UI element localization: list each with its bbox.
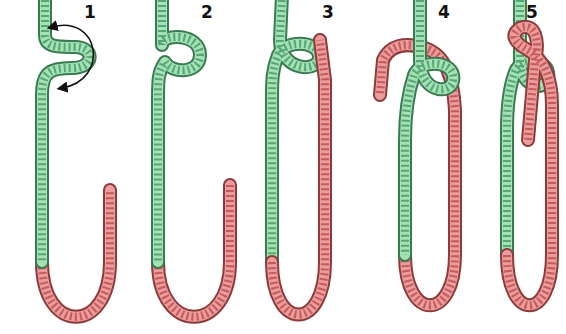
step-number: 1 <box>84 4 96 21</box>
rope-tail <box>272 40 325 315</box>
step-three-rope <box>272 0 325 315</box>
rope-braid <box>405 0 453 255</box>
step-number: 4 <box>438 4 450 21</box>
step-five-rope <box>507 0 552 305</box>
rope-standing <box>405 0 453 255</box>
rope-standing <box>272 0 319 262</box>
step-number: 2 <box>201 4 213 21</box>
step-number: 5 <box>526 4 538 21</box>
rope-braid <box>158 185 230 317</box>
rope-braid <box>42 190 110 317</box>
rope-standing <box>158 0 200 262</box>
rope-braid <box>507 27 552 305</box>
rope-tail <box>507 27 552 305</box>
rope-standing <box>405 0 453 255</box>
rope-tail <box>158 185 230 317</box>
rope-standing <box>42 0 90 262</box>
rope-standing <box>42 0 90 262</box>
rope-braid <box>272 0 319 262</box>
rope-tail <box>158 185 230 317</box>
step-four-rope <box>380 0 455 305</box>
rope-braid <box>42 0 90 262</box>
step-one-rope <box>42 0 110 317</box>
step-number: 3 <box>322 4 334 21</box>
rope-braid <box>272 40 325 315</box>
twist-arrow <box>52 25 93 88</box>
step-two-rope <box>158 0 230 317</box>
rope-standing <box>158 0 200 262</box>
rope-tail <box>507 27 552 305</box>
rope-tail <box>42 190 110 317</box>
rope-tail <box>42 190 110 317</box>
rope-tail <box>272 40 325 315</box>
rope-standing <box>272 0 319 262</box>
rope-braid <box>158 0 200 262</box>
